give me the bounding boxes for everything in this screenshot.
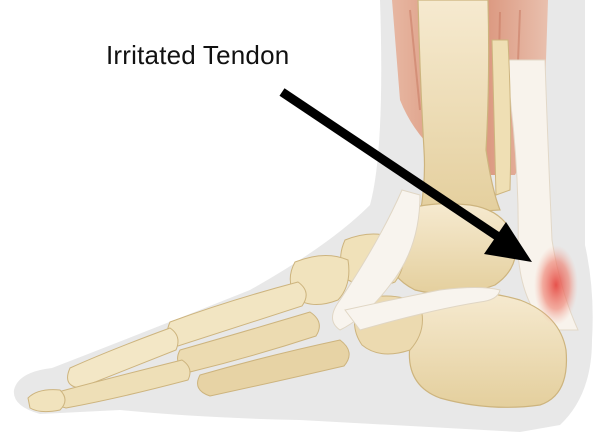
inflammation-highlight	[534, 245, 578, 325]
callout-label: Irritated Tendon	[106, 40, 289, 71]
tibia-bone	[418, 0, 500, 215]
